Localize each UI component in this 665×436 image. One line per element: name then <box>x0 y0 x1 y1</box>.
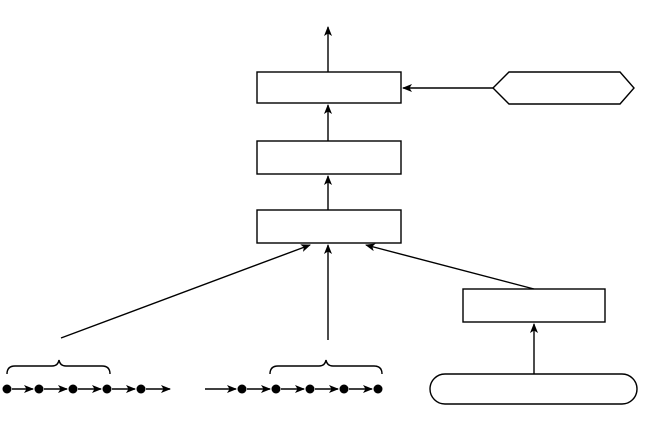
right-sequence <box>205 384 383 394</box>
hexagon-input <box>492 71 635 105</box>
sequence-dot <box>271 384 281 394</box>
sequence-dot <box>34 384 44 394</box>
sequence-dot <box>2 384 12 394</box>
left-sequence-arrow <box>60 244 311 339</box>
right-box <box>462 288 606 323</box>
sequence-dot <box>102 384 112 394</box>
bottom-box <box>256 209 402 244</box>
sequence-dot <box>305 384 315 394</box>
right-box-to-bottom-arrow <box>365 243 535 290</box>
top-box <box>256 71 402 104</box>
sequence-dot <box>373 384 383 394</box>
middle-box <box>256 140 402 175</box>
left-sequence <box>2 384 171 394</box>
right-brace <box>269 359 383 375</box>
sequence-dot <box>237 384 247 394</box>
rounded-input <box>429 373 638 405</box>
sequence-dot <box>68 384 78 394</box>
sequence-dot <box>136 384 146 394</box>
left-brace <box>6 359 111 375</box>
sequence-dot <box>339 384 349 394</box>
